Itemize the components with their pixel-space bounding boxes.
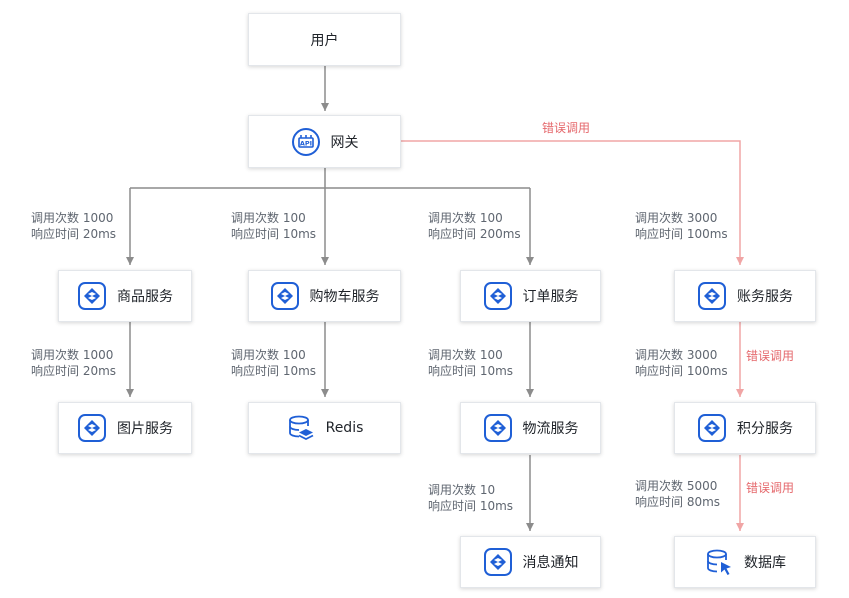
- call-count: 调用次数 5000: [635, 479, 718, 493]
- node-label: 图片服务: [117, 421, 173, 437]
- edge-metric-gateway-account: 调用次数 3000 响应时间 100ms: [635, 210, 728, 242]
- call-count: 调用次数 1000: [31, 348, 114, 362]
- edge-metric-gateway-cart: 调用次数 100 响应时间 10ms: [231, 210, 316, 242]
- edge-metric-order-logistics: 调用次数 100 响应时间 10ms: [428, 347, 513, 379]
- edge-metric-product-image: 调用次数 1000 响应时间 20ms: [31, 347, 116, 379]
- response-time: 响应时间 10ms: [231, 227, 317, 241]
- node-order-service[interactable]: 订单服务: [460, 270, 601, 322]
- edge-metric-points-database: 调用次数 5000 响应时间 80ms: [635, 478, 720, 510]
- response-time: 响应时间 100ms: [635, 364, 728, 378]
- node-message-service[interactable]: 消息通知: [460, 536, 601, 588]
- api-gateway-icon: API: [291, 127, 321, 157]
- call-count: 调用次数 100: [428, 211, 503, 225]
- service-icon: [483, 413, 513, 443]
- node-cart-service[interactable]: 购物车服务: [248, 270, 401, 322]
- node-label: 数据库: [744, 555, 786, 571]
- call-count: 调用次数 100: [231, 348, 306, 362]
- edge-metric-logistics-message: 调用次数 10 响应时间 10ms: [428, 482, 513, 514]
- node-logistics-service[interactable]: 物流服务: [460, 402, 601, 454]
- service-icon: [270, 281, 300, 311]
- response-time: 响应时间 80ms: [635, 495, 721, 509]
- call-count: 调用次数 10: [428, 483, 496, 497]
- error-call-label: 错误调用: [542, 121, 591, 135]
- database-cursor-icon: [704, 547, 734, 577]
- edge-metric-account-points: 调用次数 3000 响应时间 100ms: [635, 347, 728, 379]
- node-label: 购物车服务: [309, 289, 380, 305]
- service-icon: [697, 413, 727, 443]
- edge-metric-gateway-order: 调用次数 100 响应时间 200ms: [428, 210, 521, 242]
- edge-metric-gateway-product: 调用次数 1000 响应时间 20ms: [31, 210, 116, 242]
- node-label: 账务服务: [737, 289, 793, 305]
- service-icon: [697, 281, 727, 311]
- svg-text:API: API: [299, 139, 311, 147]
- call-count: 调用次数 3000: [635, 211, 718, 225]
- response-time: 响应时间 20ms: [31, 227, 117, 241]
- call-count: 调用次数 100: [428, 348, 503, 362]
- node-label: 用户: [310, 32, 339, 49]
- service-icon: [77, 281, 107, 311]
- node-label: 商品服务: [117, 289, 173, 305]
- response-time: 响应时间 100ms: [635, 227, 728, 241]
- node-redis[interactable]: Redis: [248, 402, 401, 454]
- edge-gateway-bus: [130, 168, 530, 189]
- response-time: 响应时间 10ms: [428, 364, 514, 378]
- error-call-label: 错误调用: [746, 481, 795, 495]
- call-count: 调用次数 100: [231, 211, 306, 225]
- node-account-service[interactable]: 账务服务: [674, 270, 816, 322]
- node-label: 积分服务: [737, 421, 793, 437]
- node-label: Redis: [325, 420, 364, 436]
- error-call-label: 错误调用: [746, 349, 795, 363]
- call-count: 调用次数 1000: [31, 211, 114, 225]
- node-gateway[interactable]: API 网关: [248, 115, 401, 168]
- node-label: 网关: [330, 134, 359, 151]
- node-database[interactable]: 数据库: [674, 536, 816, 588]
- node-image-service[interactable]: 图片服务: [58, 402, 192, 454]
- service-icon: [483, 281, 513, 311]
- database-stack-icon: [286, 413, 316, 443]
- service-icon: [483, 547, 513, 577]
- node-user[interactable]: 用户: [248, 13, 401, 66]
- node-points-service[interactable]: 积分服务: [674, 402, 816, 454]
- node-product-service[interactable]: 商品服务: [58, 270, 192, 322]
- response-time: 响应时间 200ms: [428, 227, 521, 241]
- response-time: 响应时间 10ms: [428, 499, 514, 513]
- response-time: 响应时间 20ms: [31, 364, 117, 378]
- call-count: 调用次数 3000: [635, 348, 718, 362]
- node-label: 消息通知: [522, 555, 579, 571]
- response-time: 响应时间 10ms: [231, 364, 317, 378]
- edge-metric-cart-redis: 调用次数 100 响应时间 10ms: [231, 347, 316, 379]
- node-label: 物流服务: [522, 421, 579, 437]
- edge-gateway-account: [401, 140, 744, 265]
- service-icon: [77, 413, 107, 443]
- node-label: 订单服务: [522, 289, 579, 305]
